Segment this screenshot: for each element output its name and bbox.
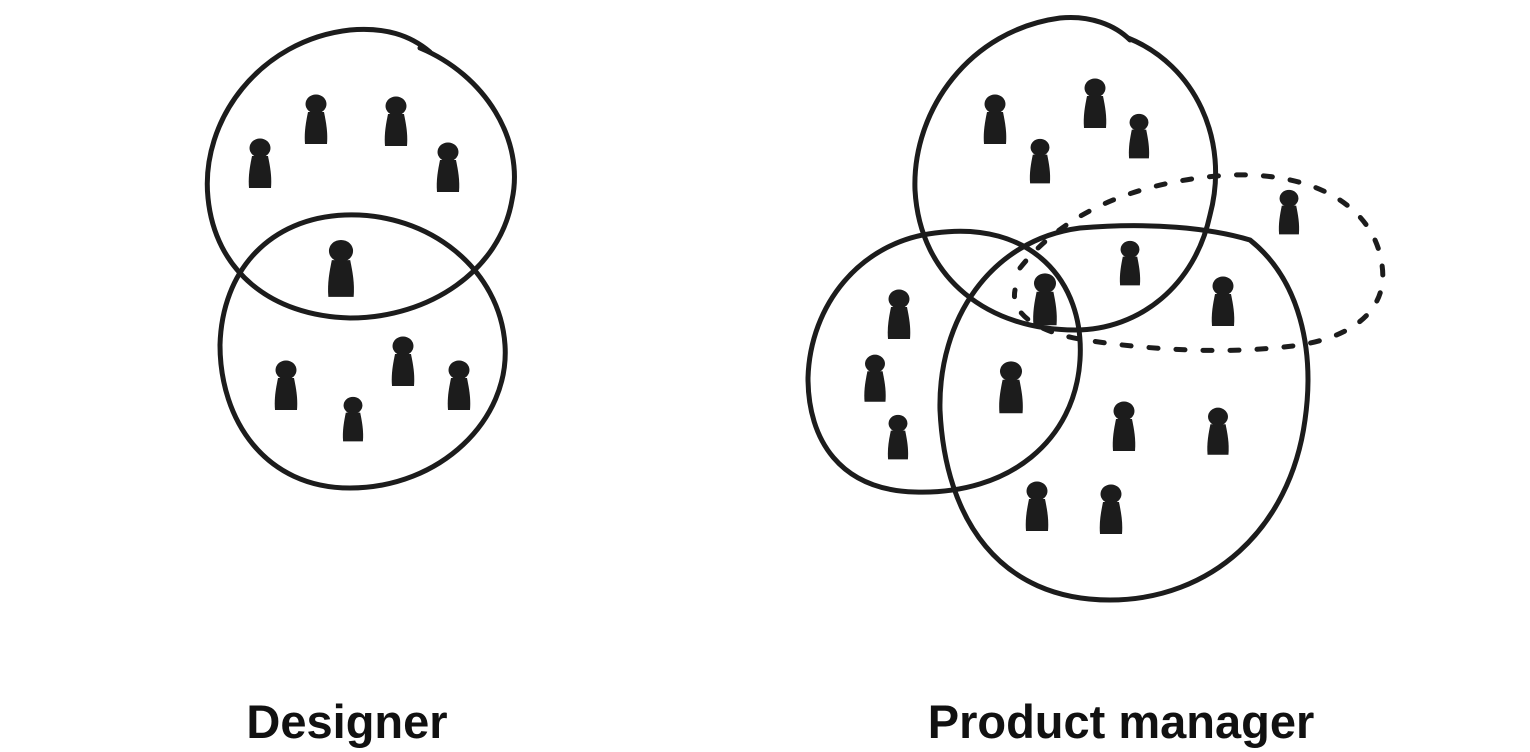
person-icon <box>887 414 909 460</box>
person-icon <box>1211 276 1235 326</box>
pm-group-big-circle <box>937 223 1311 603</box>
product-manager-caption: Product manager <box>927 695 1315 748</box>
person-icon <box>1119 240 1141 286</box>
designer-caption: Designer <box>246 695 448 748</box>
person-icon <box>248 138 272 188</box>
person-icon <box>328 239 354 297</box>
person-icon <box>887 289 911 339</box>
designer-group-bottom-circle <box>217 212 508 491</box>
person-icon <box>342 396 364 442</box>
designer-group-top-circle <box>204 26 517 321</box>
person-icon <box>999 361 1023 414</box>
person-icon <box>1029 138 1051 184</box>
person-icon <box>1207 407 1229 455</box>
person-icon <box>447 360 471 410</box>
person-icon <box>1033 273 1057 326</box>
person-icon <box>274 360 298 410</box>
person-icon <box>1099 484 1123 534</box>
pm-group-top-circle <box>912 14 1219 333</box>
person-icon <box>391 336 415 386</box>
person-icon <box>384 96 408 146</box>
person-icon <box>1083 78 1107 128</box>
person-icon <box>1112 401 1136 451</box>
person-icon <box>304 94 328 144</box>
people-layer <box>248 78 1300 534</box>
person-icon <box>1025 481 1049 531</box>
pm-group-dotted-circle <box>1011 172 1386 353</box>
person-icon <box>1278 189 1300 235</box>
person-icon <box>436 142 460 192</box>
person-icon <box>983 94 1007 144</box>
person-icon <box>1128 113 1150 159</box>
person-icon <box>864 354 886 402</box>
pm-group-left-circle <box>805 228 1083 495</box>
